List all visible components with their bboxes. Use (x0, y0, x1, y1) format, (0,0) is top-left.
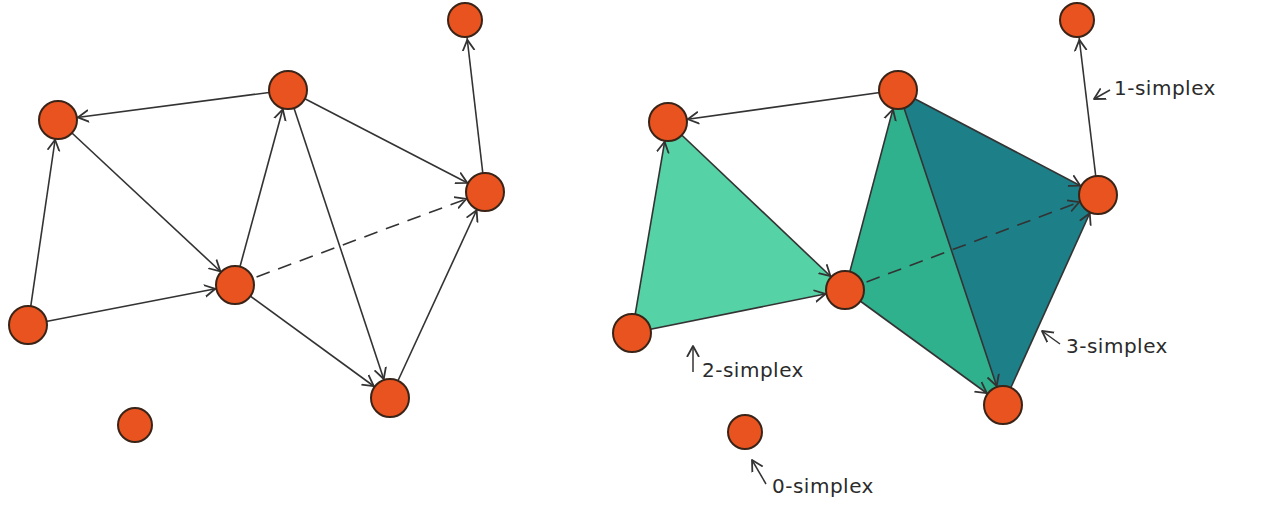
edge-line (668, 122, 845, 290)
vertex-dot (9, 306, 47, 344)
vertex-dot (879, 71, 917, 109)
edge-line (845, 290, 1003, 405)
vertex-dot (269, 71, 307, 109)
edge-line (845, 90, 898, 290)
left-graph-vertices (9, 3, 504, 442)
right-graph-vertices (613, 3, 1117, 449)
leader-arrow (1094, 90, 1110, 99)
vertex-dot (826, 271, 864, 309)
vertex-dot (1060, 3, 1094, 37)
vertex-dot (466, 173, 504, 211)
edge-line (668, 90, 898, 122)
edge-line (1077, 20, 1098, 195)
right-graph-edges (632, 20, 1098, 405)
label-leaders (693, 90, 1110, 484)
vertex-dot (649, 103, 687, 141)
edge-line (898, 90, 1003, 405)
edge-line (632, 122, 668, 333)
simplex-label: 2-simplex (702, 358, 804, 382)
vertex-dot (448, 3, 482, 37)
vertex-dot (728, 415, 762, 449)
dashed-edge-line (235, 192, 485, 285)
simplex-fills (632, 90, 1098, 405)
vertex-dot (216, 266, 254, 304)
edge-line (28, 285, 235, 325)
edge-line (58, 120, 235, 285)
leader-arrow (1042, 331, 1060, 344)
edge-line (1003, 195, 1098, 405)
edge-line (288, 90, 390, 398)
vertex-dot (118, 408, 152, 442)
vertex-dot (613, 314, 651, 352)
edge-line (390, 192, 485, 398)
leader-arrow (752, 460, 766, 484)
dashed-edge-line (845, 195, 1098, 290)
leader-arrow (692, 346, 694, 372)
vertex-dot (39, 101, 77, 139)
edge-line (235, 285, 390, 398)
simplex-label: 0-simplex (772, 474, 874, 498)
vertex-dot (1079, 176, 1117, 214)
simplex-label: 3-simplex (1066, 334, 1168, 358)
vertex-dot (371, 379, 409, 417)
edge-line (465, 20, 485, 192)
edge-line (632, 290, 845, 333)
edge-line (235, 90, 288, 285)
vertex-dot (984, 386, 1022, 424)
two-simplex-face (632, 122, 845, 333)
left-graph-edges (28, 20, 485, 398)
edge-line (58, 90, 288, 120)
edge-line (28, 120, 58, 325)
simplex-label: 1-simplex (1114, 76, 1216, 100)
